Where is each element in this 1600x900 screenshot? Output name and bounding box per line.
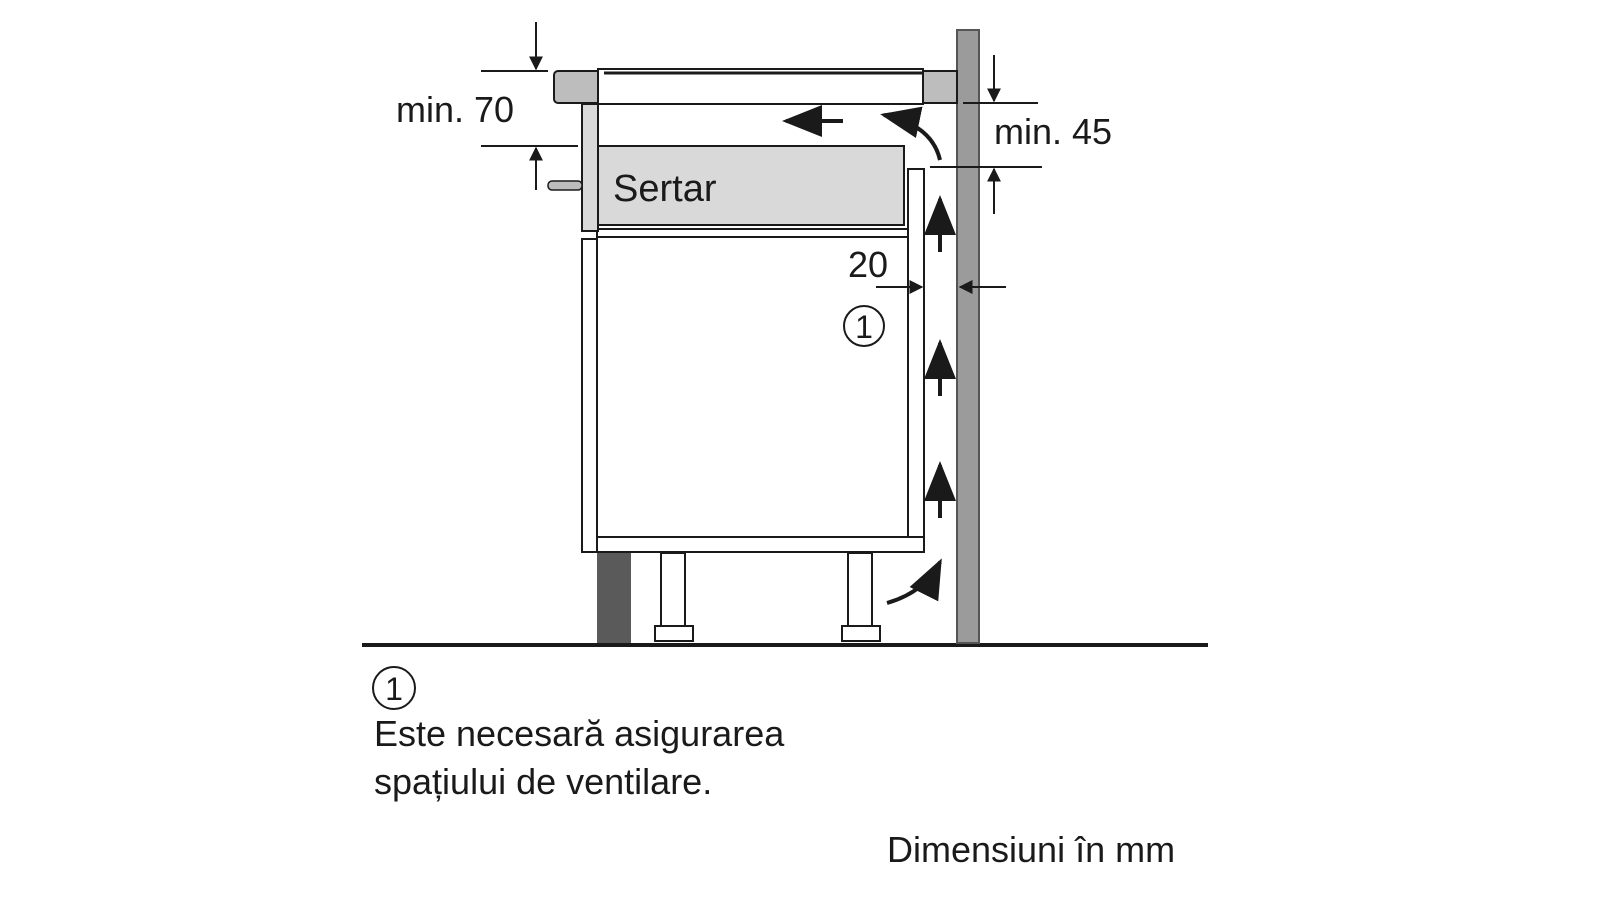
cabinet: [581, 168, 925, 553]
units-note: Dimensiuni în mm: [887, 829, 1176, 870]
drawer-label: Sertar: [613, 168, 717, 210]
note-marker-label: 1: [385, 671, 403, 707]
ventilation-note: Este necesară asigurarea spațiului de ve…: [374, 710, 784, 806]
wall: [956, 29, 980, 644]
ventilation-note-line-1: Este necesară asigurarea: [374, 713, 785, 754]
plinth: [597, 553, 631, 643]
dimension-label-min-45: min. 45: [994, 111, 1112, 152]
drawer-front: [581, 103, 599, 232]
worktop-left: [553, 70, 605, 104]
cabinet-legs: [654, 552, 881, 642]
dimension-label-min-70: min. 70: [396, 89, 514, 130]
ventilation-note-line-2: spațiului de ventilare.: [374, 761, 713, 802]
airflow-arrows: [782, 105, 956, 605]
drawer-handle: [547, 180, 583, 191]
marker-label: 1: [855, 309, 873, 345]
note-marker-circle: 1: [372, 666, 416, 710]
marker-circle: [843, 305, 885, 347]
note-marker: 1: [370, 664, 420, 714]
drawer: [597, 145, 905, 226]
dimension-min-45: [930, 55, 1042, 214]
dimension-label-20: 20: [848, 244, 888, 285]
cooktop: [597, 68, 924, 105]
dimension-min-70: [481, 22, 578, 190]
